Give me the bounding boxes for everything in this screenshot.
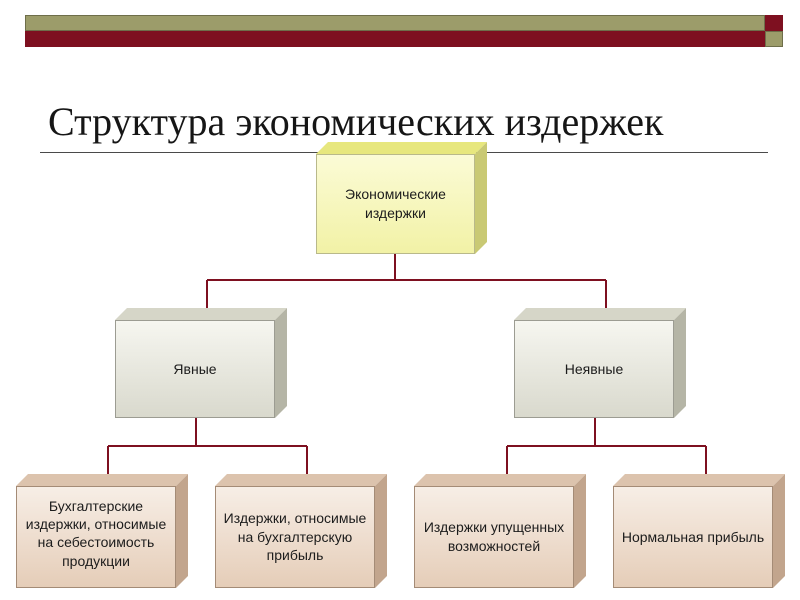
header-square-red — [765, 15, 783, 31]
node-normal-profit-label: Нормальная прибыль — [613, 486, 773, 588]
node-top-face — [514, 308, 686, 320]
node-top-face — [16, 474, 188, 486]
node-top-face — [613, 474, 785, 486]
node-top-face — [316, 142, 487, 154]
slide-title: Структура экономических издержек — [48, 99, 664, 144]
node-top-face — [215, 474, 387, 486]
node-normal-profit: Нормальная прибыль — [613, 474, 785, 588]
node-top-face — [115, 308, 287, 320]
node-side-face — [275, 308, 287, 418]
node-costs-on-profit-label: Издержки, относимые на бухгалтерскую при… — [215, 486, 375, 588]
node-costs-on-profit: Издержки, относимые на бухгалтерскую при… — [215, 474, 387, 588]
node-side-face — [176, 474, 188, 588]
node-explicit-costs: Явные — [115, 308, 287, 418]
node-explicit-costs-label: Явные — [115, 320, 275, 418]
node-implicit-costs: Неявные — [514, 308, 686, 418]
node-side-face — [475, 142, 487, 254]
node-accounting-costs-label: Бухгалтерские издержки, относимые на себ… — [16, 486, 176, 588]
node-opportunity-costs-label: Издержки упущенных возможностей — [414, 486, 574, 588]
node-implicit-costs-label: Неявные — [514, 320, 674, 418]
node-side-face — [375, 474, 387, 588]
node-economic-costs: Экономические издержки — [316, 142, 487, 254]
node-economic-costs-label: Экономические издержки — [316, 154, 475, 254]
header-bar-olive — [25, 15, 765, 31]
node-top-face — [414, 474, 586, 486]
node-opportunity-costs: Издержки упущенных возможностей — [414, 474, 586, 588]
header-bar-red — [25, 31, 765, 47]
node-accounting-costs: Бухгалтерские издержки, относимые на себ… — [16, 474, 188, 588]
node-side-face — [773, 474, 785, 588]
node-side-face — [674, 308, 686, 418]
node-side-face — [574, 474, 586, 588]
header-square-olive — [765, 31, 783, 47]
